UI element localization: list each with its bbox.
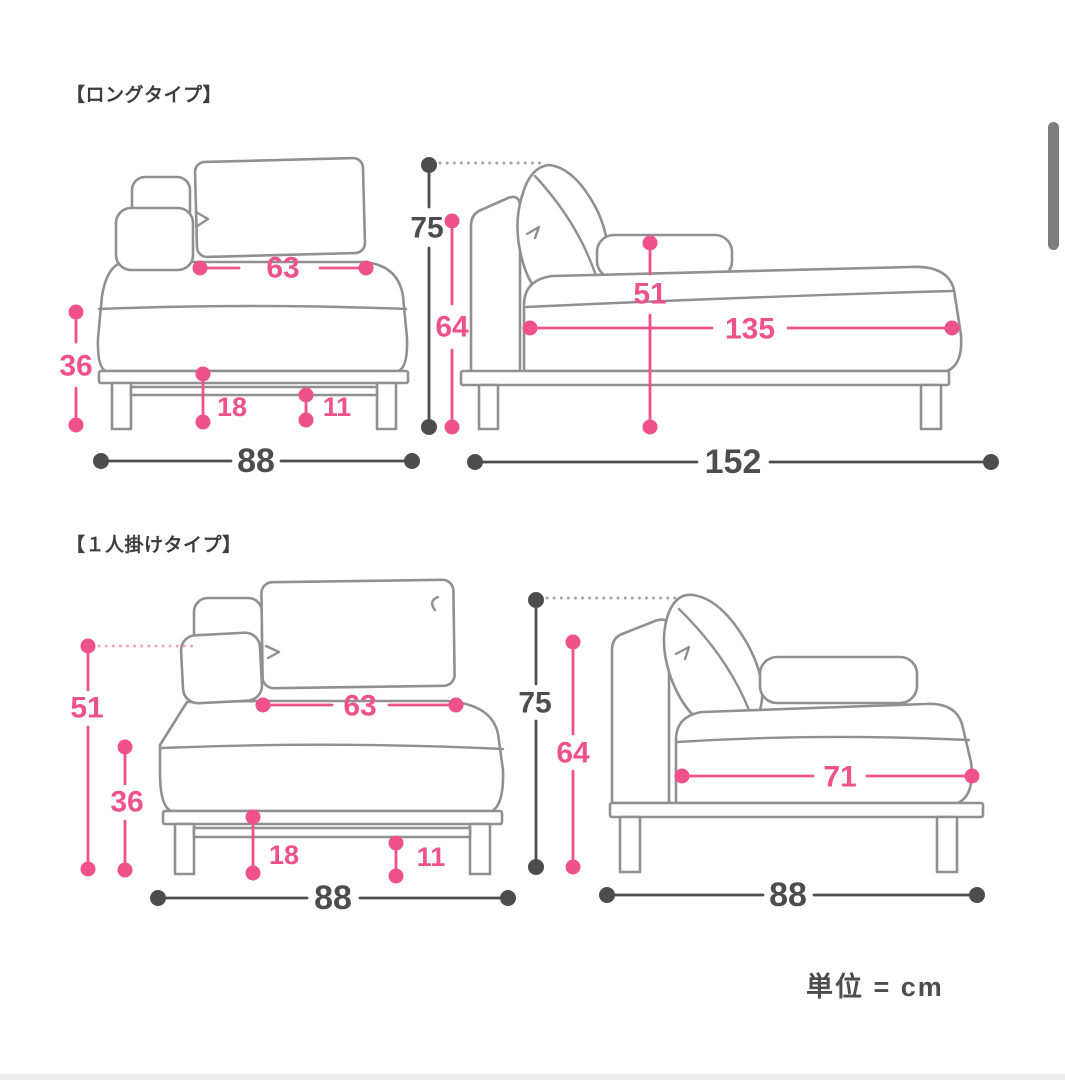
single-type-side-view: 75 64 71 88 xyxy=(518,592,985,914)
arm-cushion xyxy=(179,631,264,705)
dim-total-width: 88 xyxy=(150,879,516,917)
left-leg xyxy=(618,815,642,874)
bottom-edge-strip xyxy=(0,1074,1065,1080)
seat-crease-line xyxy=(97,304,408,311)
armrest xyxy=(758,655,919,705)
dim-label-18: 18 xyxy=(217,392,247,422)
dim-arm-height: 51 xyxy=(70,638,104,877)
cushion-wrinkle-icon xyxy=(264,644,281,660)
dim-label-18: 18 xyxy=(269,840,299,870)
cushion-curl-icon xyxy=(430,595,440,612)
backrest-panel xyxy=(469,195,522,374)
dim-under-clearance: 11 xyxy=(298,387,352,428)
dim-label-152: 152 xyxy=(705,443,762,481)
back-cushion xyxy=(260,578,456,690)
dim-label-88: 88 xyxy=(314,879,352,917)
dim-label-64: 64 xyxy=(556,737,590,770)
seat-cushion xyxy=(674,702,973,805)
dim-seat-height: 36 xyxy=(59,304,93,433)
sofa-drawing xyxy=(96,156,410,431)
dim-total-height: 75 xyxy=(518,592,552,875)
dim-label-88: 88 xyxy=(237,442,275,480)
dim-seat-depth: 135 xyxy=(522,313,960,346)
base-frame xyxy=(608,801,985,819)
dim-label-63: 63 xyxy=(343,690,376,723)
sofa-drawing xyxy=(459,163,963,431)
dim-under-clearance: 11 xyxy=(388,835,446,884)
sofa-drawing xyxy=(608,593,985,874)
dim-label-11: 11 xyxy=(323,392,352,422)
dim-base-height: 18 xyxy=(195,366,247,430)
back-cushion xyxy=(193,156,367,259)
right-leg xyxy=(468,822,492,876)
right-leg xyxy=(375,381,398,431)
seat-cushion xyxy=(158,699,505,813)
dim-label-88: 88 xyxy=(769,876,807,914)
dim-total-height: 75 xyxy=(410,157,444,435)
single-type-front-view: 51 36 63 18 11 88 xyxy=(70,578,516,917)
dim-base-height: 18 xyxy=(245,809,299,881)
sofa-drawing xyxy=(158,578,505,876)
stretcher-bar xyxy=(129,385,379,397)
pillow-seam-line xyxy=(677,607,755,723)
dim-arm-height: 51 xyxy=(633,235,667,435)
seat-cushion xyxy=(96,260,409,373)
dim-label-75: 75 xyxy=(410,212,443,245)
dim-label-135: 135 xyxy=(725,313,775,346)
dim-total-length: 152 xyxy=(467,443,999,481)
dim-label-51: 51 xyxy=(633,278,666,311)
backrest-panel xyxy=(610,618,671,805)
base-frame xyxy=(97,369,410,385)
seat-crease-line xyxy=(159,743,505,751)
right-leg xyxy=(919,383,943,431)
base-frame xyxy=(459,369,951,387)
seat-crease-line xyxy=(524,289,954,309)
dim-back-cushion-width: 63 xyxy=(255,690,464,723)
arm-cushion xyxy=(114,206,195,272)
long-type-side-view: 75 64 51 135 152 xyxy=(410,157,999,481)
section-label-single-type: 【１人掛けタイプ】 xyxy=(66,535,242,556)
dim-label-51: 51 xyxy=(70,692,103,725)
left-leg xyxy=(173,822,196,876)
pillow-wrinkle-icon xyxy=(674,645,691,661)
seat-crease-line xyxy=(675,735,971,744)
cushion-wrinkle-icon xyxy=(194,210,210,229)
dim-label-11: 11 xyxy=(417,842,446,872)
dim-label-75: 75 xyxy=(518,687,551,720)
dim-back-cushion-width: 63 xyxy=(192,252,374,285)
pillow-wrinkle-icon xyxy=(525,225,541,240)
right-leg xyxy=(935,815,959,874)
dim-label-36: 36 xyxy=(110,786,143,819)
dim-label-64: 64 xyxy=(435,311,469,344)
dim-label-63: 63 xyxy=(266,252,299,285)
dim-seat-height: 36 xyxy=(110,739,144,878)
dim-back-height: 64 xyxy=(556,634,590,875)
long-type-front-view: 63 36 18 11 88 xyxy=(59,156,420,480)
unit-note: 単位 = cm xyxy=(806,972,944,1002)
left-leg xyxy=(477,383,500,431)
dim-label-36: 36 xyxy=(59,350,92,383)
base-frame xyxy=(161,809,504,826)
dim-total-width: 88 xyxy=(93,442,420,480)
scrollbar-thumb[interactable] xyxy=(1048,122,1059,250)
stretcher-bar xyxy=(192,826,472,839)
left-leg xyxy=(110,381,133,431)
dim-seat-depth: 71 xyxy=(674,761,980,794)
dim-total-length: 88 xyxy=(599,876,985,914)
section-label-long-type: 【ロングタイプ】 xyxy=(66,85,223,106)
dim-back-height: 64 xyxy=(435,213,469,435)
dim-label-71: 71 xyxy=(823,761,856,794)
